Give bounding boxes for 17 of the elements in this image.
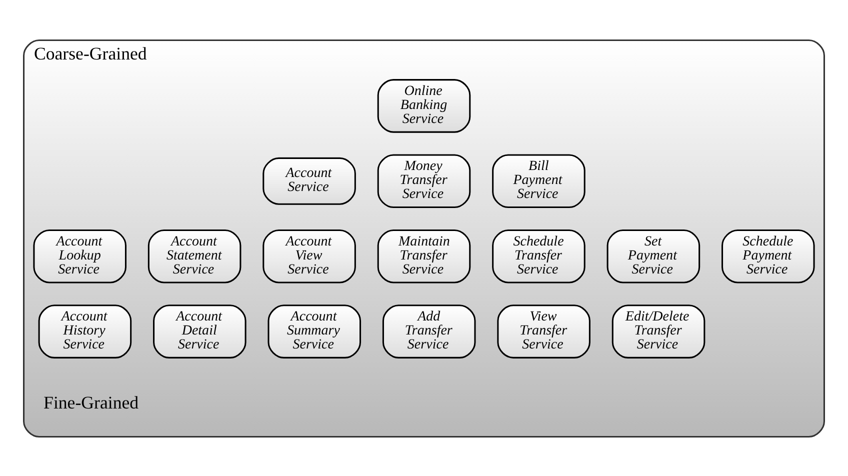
node-box: Account Lookup Service [33, 228, 126, 283]
node-box: Money Transfer Service [377, 154, 471, 208]
node-box: Edit/Delete Transfer Service [612, 304, 706, 358]
node-box: Set Payment Service [606, 228, 700, 283]
node-box: Maintain Transfer Service [377, 228, 471, 283]
node-box: Add Transfer Service [382, 304, 476, 358]
node-box: Bill Payment Service [492, 154, 586, 208]
node-box: Schedule Transfer Service [492, 228, 586, 283]
node-box: Online Banking Service [377, 78, 471, 132]
node-box: Account Statement Service [148, 228, 242, 283]
node-box: Account Service [262, 156, 356, 204]
node-box: Account Detail Service [153, 304, 246, 358]
node-box: Account Summary Service [268, 304, 362, 358]
node-box: Account View Service [262, 228, 356, 283]
node-box: Account History Service [38, 304, 132, 358]
node-box: View Transfer Service [497, 304, 590, 358]
node-box: Schedule Payment Service [722, 228, 815, 283]
